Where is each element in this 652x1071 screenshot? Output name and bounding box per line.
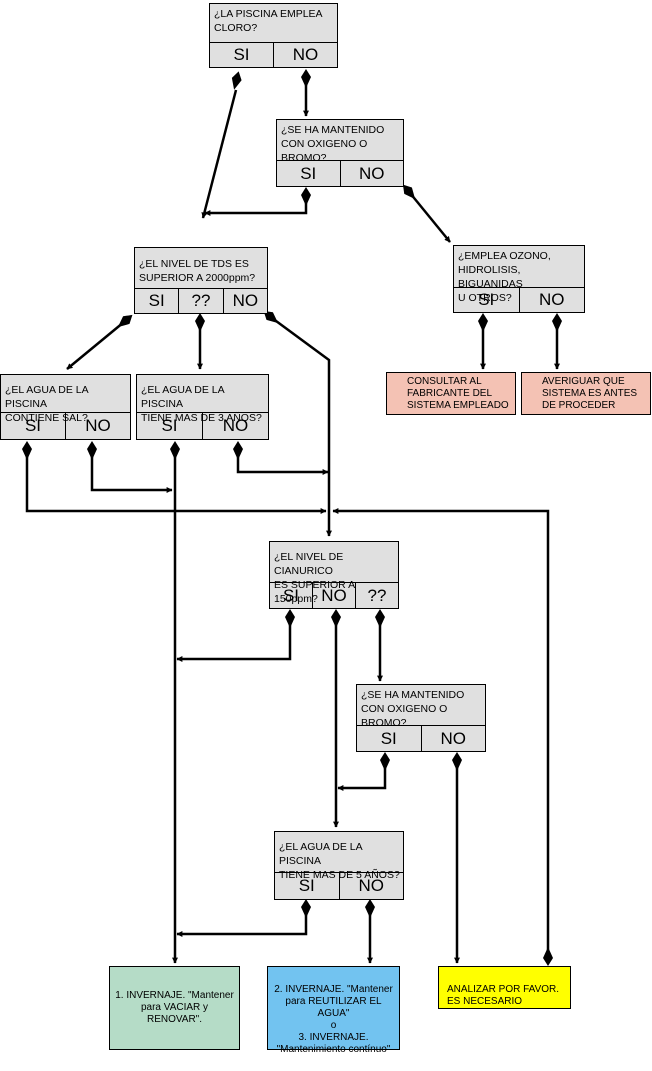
result-line: o (330, 1020, 337, 1031)
option-no: NO (338, 873, 404, 899)
question-uses-chlorine: ¿LA PISCINA EMPLEA CLORO? SI NO (209, 3, 338, 68)
question-text: ¿EL AGUA DE LA PISCINA TIENE MAS DE 3 AÑ… (141, 384, 262, 424)
result-line: 2. INVERNAJE. "Mantener (274, 984, 393, 995)
connector-line-18 (25, 452, 327, 514)
connector-tail-5 (301, 187, 311, 206)
connector-tail-15 (195, 313, 205, 332)
question-text: ¿LA PISCINA EMPLEA CLORO? (214, 8, 323, 34)
connector-line-12 (66, 321, 125, 370)
connector-tail-37 (301, 899, 311, 918)
result-consultar-fabricante: CONSULTAR AL FABRICANTE DEL SISTEMA EMPL… (386, 372, 516, 415)
option-si: SI (233, 45, 250, 64)
connector-tail-31 (375, 609, 385, 628)
option-no: NO (222, 289, 267, 313)
result-vaciar-renovar: 1. INVERNAJE. "Mantener para VACIAR y RE… (109, 966, 240, 1050)
question-water-older-5-years: ¿EL AGUA DE LA PISCINA TIENE MAS DE 5 AÑ… (274, 831, 404, 900)
question-text: ¿SE HA MANTENIDO CON OXIGENO O BROMO? (281, 124, 385, 164)
option-no: NO (65, 413, 130, 439)
result-line: "Mantenimiento contínuo" (276, 1044, 391, 1055)
option-si: SI (298, 876, 315, 895)
question-text: ¿EL AGUA DE LA PISCINA CONTIENE SAL? (5, 384, 89, 424)
option-si: SI (148, 291, 165, 310)
result-line: 3. INVERNAJE. (298, 1032, 369, 1043)
connector-line-6 (409, 192, 451, 243)
option-si: SI (282, 586, 300, 605)
connector-tail-27 (285, 609, 295, 628)
option-no: NO (420, 726, 486, 751)
connector-line-36 (176, 910, 308, 937)
connector-line-26 (176, 620, 292, 662)
option-si: SI (161, 416, 178, 435)
option-si: SI (380, 729, 397, 748)
connector-tail-39 (365, 899, 375, 918)
question-oxygen-bromine-2: ¿SE HA MANTENIDO CON OXIGENO O BROMO? SI… (356, 684, 486, 752)
connector-line-20 (90, 452, 173, 493)
connector-tail-19 (22, 441, 32, 460)
question-text: ¿EL NIVEL DE TDS ES SUPERIOR A 2000ppm? (139, 258, 256, 284)
option-unknown: ?? (355, 583, 398, 608)
result-line: para REUTILIZAR EL AGUA" (285, 996, 382, 1019)
connector-tail-13 (117, 314, 133, 328)
connector-tail-23 (170, 441, 180, 460)
option-no: NO (202, 413, 268, 439)
connector-line-32 (337, 763, 387, 791)
connector-line-0 (201, 89, 238, 219)
option-unknown: ?? (178, 289, 222, 313)
connector-tail-11 (552, 313, 562, 332)
question-cyanuric-level: ¿EL NIVEL DE CIANURICO ES SUPERIOR A 150… (269, 541, 399, 609)
connector-tail-3 (301, 69, 311, 88)
option-si: SI (478, 290, 495, 309)
connector-line-4 (204, 198, 308, 216)
question-other-systems: ¿EMPLEA OZONO, HIDROLISIS, BIGUANIDAS U … (453, 245, 585, 313)
question-tds-level: ¿EL NIVEL DE TDS ES SUPERIOR A 2000ppm? … (134, 247, 268, 314)
option-no: NO (518, 288, 585, 312)
question-salt-water: ¿EL AGUA DE LA PISCINA CONTIENE SAL? SI … (0, 374, 131, 440)
result-analizar: ANALIZAR POR FAVOR. ES NECESARIO (438, 966, 571, 1009)
option-no: NO (273, 43, 337, 67)
connector-tail-35 (452, 752, 462, 771)
option-no: NO (339, 161, 404, 186)
connector-tail-25 (233, 441, 243, 460)
question-water-older-3-years: ¿EL AGUA DE LA PISCINA TIENE MAS DE 3 AÑ… (136, 374, 269, 440)
option-no: NO (312, 583, 355, 608)
connector-tail-29 (331, 609, 341, 628)
connector-tail-1 (231, 71, 242, 90)
result-averiguar-sistema: AVERIGUAR QUE SISTEMA ES ANTES DE PROCED… (521, 372, 651, 415)
option-si: SI (24, 416, 42, 435)
connector-line-24 (236, 452, 329, 475)
connector-tail-21 (87, 441, 97, 460)
connector-line-16 (271, 316, 332, 537)
connector-line-40 (332, 508, 550, 955)
connector-tail-9 (478, 313, 488, 332)
connector-tail-33 (380, 752, 390, 771)
option-si: SI (300, 164, 317, 183)
connector-tail-41 (543, 947, 553, 966)
question-oxygen-bromine: ¿SE HA MANTENIDO CON OXIGENO O BROMO? SI… (276, 119, 404, 187)
question-text: ¿SE HA MANTENIDO CON OXIGENO O BROMO? (361, 689, 465, 729)
connector-tail-7 (402, 184, 416, 200)
result-reutilizar-agua: 2. INVERNAJE. "Mantener para REUTILIZAR … (267, 966, 400, 1055)
